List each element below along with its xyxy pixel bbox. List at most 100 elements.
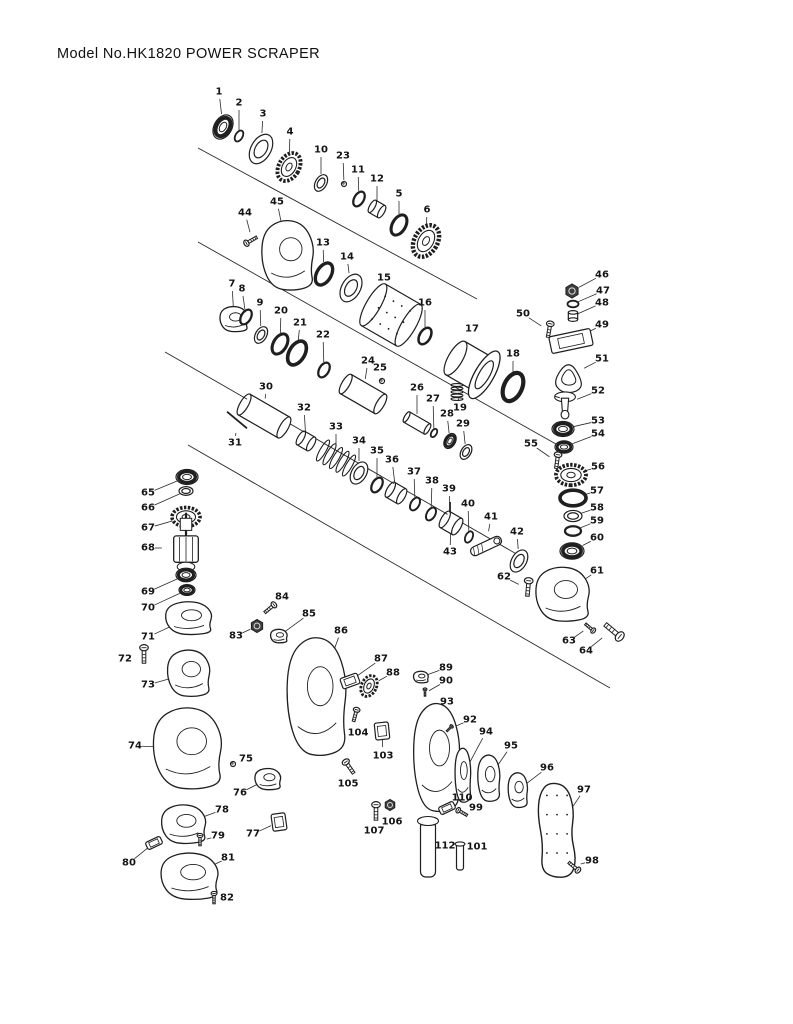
part-label-96: 96 — [540, 763, 554, 774]
part-glyph-19 — [450, 383, 464, 401]
part-glyph-42 — [509, 549, 529, 573]
part-label-105: 105 — [338, 779, 359, 790]
part-label-92: 92 — [463, 715, 477, 726]
part-glyph-35 — [370, 476, 384, 494]
part-glyph-94 — [454, 747, 472, 803]
part-glyph-66 — [178, 486, 194, 496]
part-label-74: 74 — [128, 741, 142, 752]
part-glyph-104 — [351, 706, 361, 723]
part-glyph-77 — [270, 812, 288, 832]
part-label-69: 69 — [141, 587, 155, 598]
part-label-54: 54 — [591, 429, 605, 440]
part-label-39: 39 — [442, 484, 456, 495]
part-glyph-83 — [250, 618, 264, 634]
part-label-41: 41 — [484, 512, 498, 523]
part-label-107: 107 — [364, 826, 385, 837]
leader-line-69 — [154, 578, 178, 590]
leader-line-77 — [259, 825, 272, 832]
part-glyph-52 — [554, 391, 576, 420]
leader-line-60 — [582, 540, 591, 546]
part-glyph-6 — [410, 222, 442, 260]
part-label-19: 19 — [453, 403, 467, 414]
part-label-52: 52 — [591, 386, 605, 397]
part-glyph-101 — [454, 841, 466, 871]
part-label-104: 104 — [348, 728, 369, 739]
part-glyph-11 — [352, 190, 366, 208]
leader-line-90 — [428, 684, 441, 692]
part-glyph-107 — [371, 801, 381, 821]
part-glyph-75 — [229, 760, 237, 768]
part-label-110: 110 — [452, 793, 473, 804]
part-label-48: 48 — [595, 298, 609, 309]
leader-line-96 — [526, 771, 542, 784]
leader-line-67 — [154, 520, 173, 527]
part-glyph-63 — [583, 622, 597, 634]
part-label-10: 10 — [314, 145, 328, 156]
part-glyph-81 — [160, 852, 219, 901]
part-label-80: 80 — [122, 858, 136, 869]
part-label-71: 71 — [141, 632, 155, 643]
part-label-53: 53 — [591, 416, 605, 427]
leader-line-63 — [574, 630, 584, 638]
part-label-16: 16 — [418, 298, 432, 309]
leader-line-38 — [430, 487, 433, 508]
part-glyph-97 — [537, 782, 576, 878]
part-label-68: 68 — [141, 543, 155, 554]
part-glyph-4 — [275, 151, 303, 183]
part-label-3: 3 — [260, 109, 267, 120]
part-label-62: 62 — [497, 572, 511, 583]
part-glyph-65 — [175, 468, 199, 486]
part-label-47: 47 — [596, 286, 610, 297]
leader-line-36 — [392, 466, 396, 484]
part-glyph-2 — [233, 129, 245, 143]
part-label-5: 5 — [396, 189, 403, 200]
part-label-88: 88 — [386, 668, 400, 679]
part-glyph-17 — [443, 340, 501, 400]
leader-line-54 — [572, 436, 592, 445]
part-glyph-78 — [160, 804, 207, 845]
part-label-21: 21 — [293, 318, 307, 329]
part-glyph-10 — [313, 174, 329, 192]
part-glyph-51 — [555, 364, 582, 394]
part-glyph-99 — [455, 806, 469, 818]
part-label-6: 6 — [424, 205, 431, 216]
part-glyph-47 — [566, 299, 580, 309]
part-label-11: 11 — [351, 165, 365, 176]
part-label-94: 94 — [479, 727, 493, 738]
leader-line-80 — [134, 847, 149, 859]
part-glyph-61 — [535, 566, 590, 622]
part-glyph-98 — [567, 860, 582, 874]
part-glyph-15 — [359, 283, 423, 347]
part-glyph-28 — [443, 432, 457, 450]
part-glyph-43 — [438, 510, 464, 536]
leader-line-70 — [154, 592, 180, 606]
part-glyph-95 — [477, 754, 501, 803]
part-label-75: 75 — [239, 754, 253, 765]
part-glyph-12 — [367, 199, 387, 219]
part-label-34: 34 — [352, 436, 366, 447]
part-label-30: 30 — [259, 382, 273, 393]
part-glyph-46 — [565, 283, 579, 299]
part-glyph-76 — [254, 767, 282, 791]
leader-line-59 — [580, 523, 591, 529]
part-glyph-44 — [243, 235, 259, 247]
leader-line-48 — [577, 305, 596, 315]
part-label-83: 83 — [229, 631, 243, 642]
part-label-101: 101 — [467, 842, 488, 853]
part-glyph-96 — [507, 772, 529, 809]
part-glyph-84 — [263, 601, 278, 615]
leader-line-55 — [536, 447, 550, 458]
part-glyph-26 — [402, 411, 432, 435]
leader-line-66 — [154, 493, 180, 506]
part-glyph-86 — [286, 637, 347, 757]
part-label-40: 40 — [461, 499, 475, 510]
part-label-18: 18 — [506, 349, 520, 360]
section-line — [197, 147, 478, 300]
part-glyph-71 — [165, 601, 213, 636]
part-label-50: 50 — [516, 309, 530, 320]
leader-line-65 — [154, 480, 177, 491]
part-glyph-64 — [603, 621, 625, 642]
part-label-58: 58 — [590, 503, 604, 514]
leader-line-32 — [304, 414, 306, 433]
